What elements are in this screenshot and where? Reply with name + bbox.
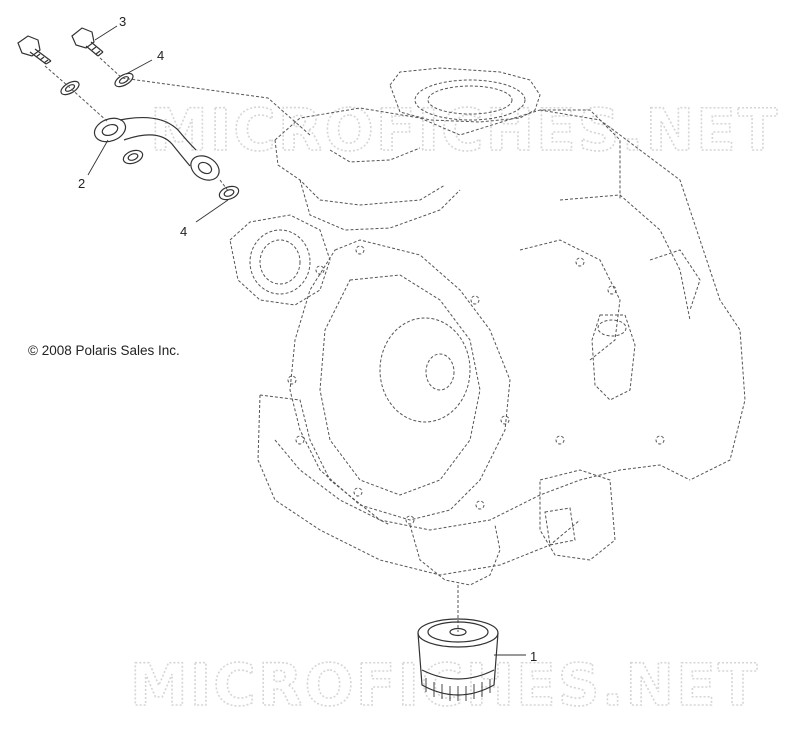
oil-filter xyxy=(417,618,499,701)
callout-2: 2 xyxy=(78,176,85,191)
guide-bolt2 xyxy=(99,57,311,136)
leader-2 xyxy=(87,139,109,176)
callout-1: 1 xyxy=(530,649,537,664)
leader-4-top xyxy=(125,59,153,75)
oil-line-fitting xyxy=(93,117,220,181)
leader-4-bottom xyxy=(195,199,229,223)
watermark-top: MICROFICHES.NET xyxy=(150,96,779,164)
callout-3: 3 xyxy=(119,14,126,29)
engine-block xyxy=(229,67,746,586)
sealing-washers xyxy=(60,72,240,201)
callout-4-top: 4 xyxy=(157,48,164,63)
guide-bolt1 xyxy=(44,65,109,123)
banjo-bolts xyxy=(17,27,104,65)
copyright-notice: © 2008 Polaris Sales Inc. xyxy=(28,343,180,358)
watermark-bottom: MICROFICHES.NET xyxy=(130,651,759,719)
leader-3 xyxy=(94,25,118,41)
guide-washer xyxy=(219,179,230,193)
callout-4-bottom: 4 xyxy=(180,224,187,239)
